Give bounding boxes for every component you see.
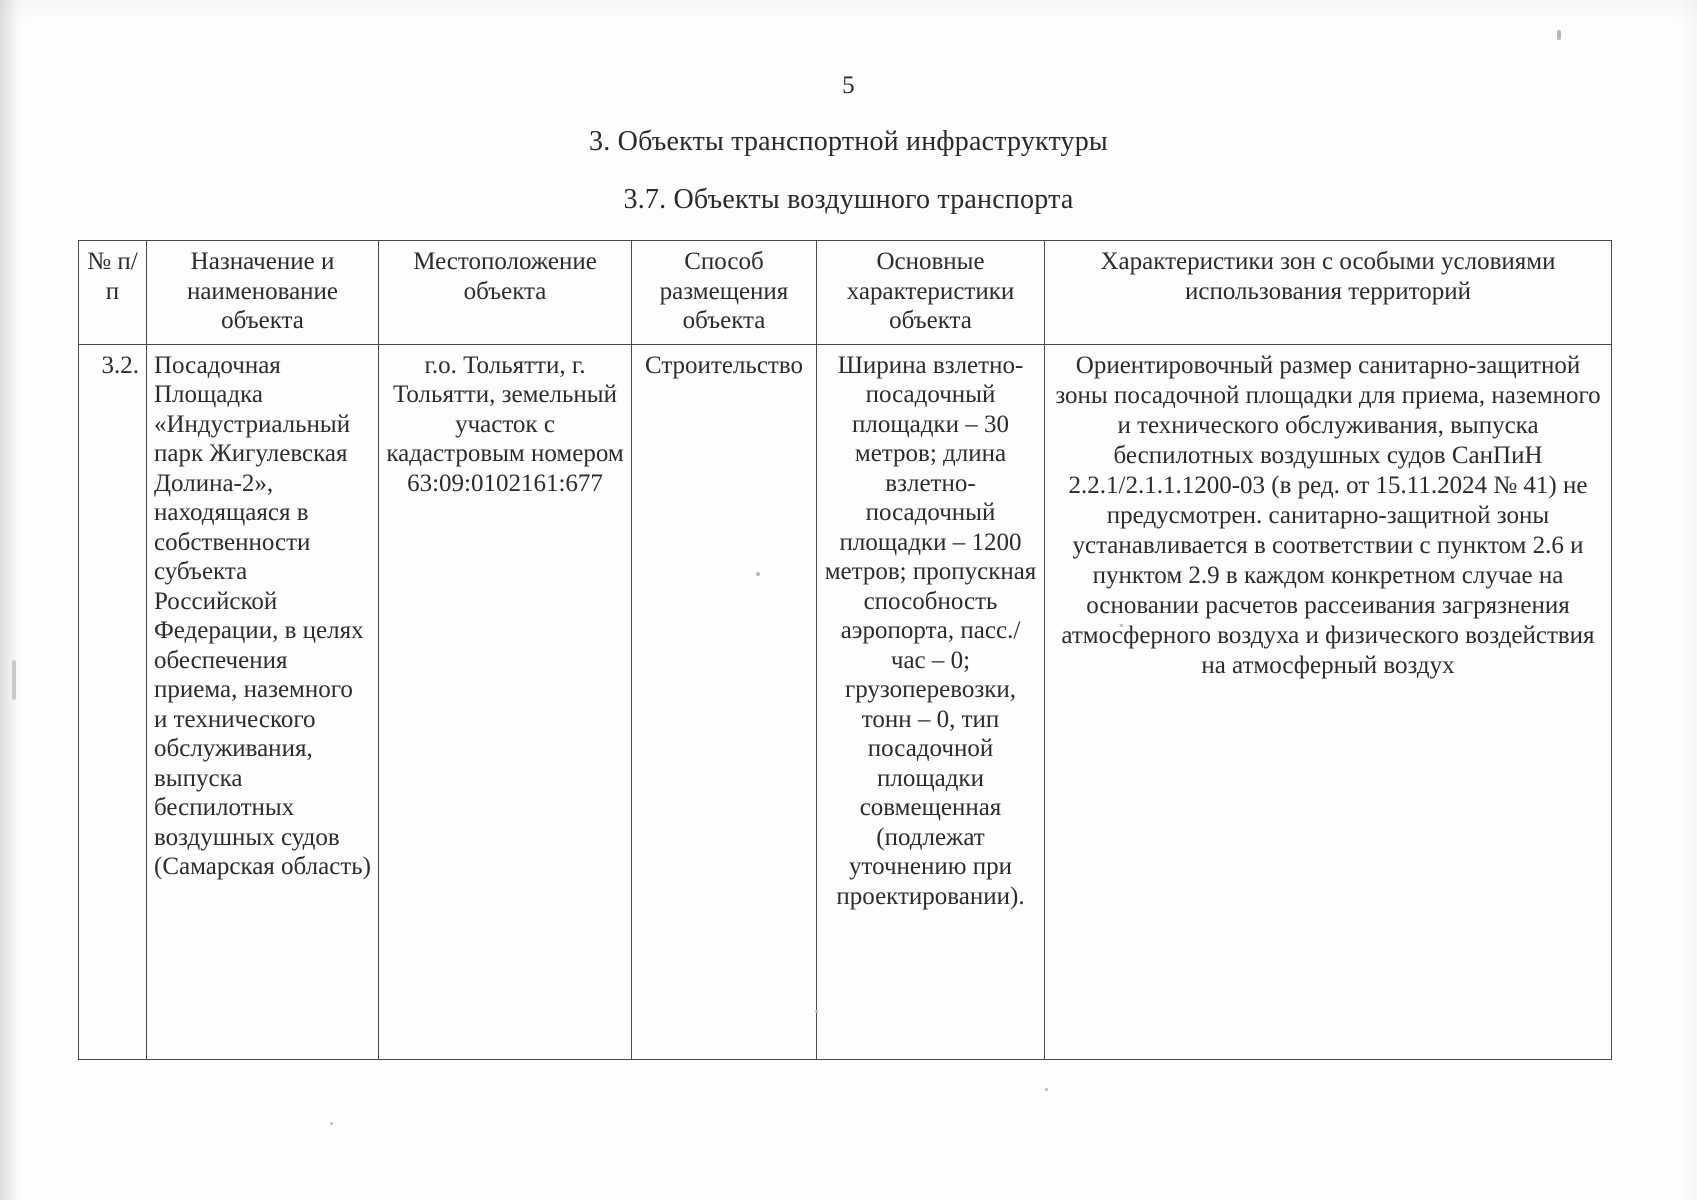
column-header-characteristics: Основные характеристики объекта (816, 240, 1045, 345)
column-header-location: Местоположение объекта (378, 240, 632, 345)
scan-speck (12, 660, 16, 700)
cell-placement-method: Строительство (631, 343, 817, 1060)
cell-object-name: Посадочная Площадка «Индустриальный парк… (146, 343, 379, 1060)
table-header: № п/п Назначение и наименование объекта … (78, 240, 1612, 345)
column-header-name: Назначение и наименование объекта (146, 240, 379, 345)
scan-speck (1557, 30, 1561, 40)
table-header-row: № п/п Назначение и наименование объекта … (78, 240, 1612, 345)
column-header-placement: Способ размещения объекта (631, 240, 817, 345)
table-row: 3.2. Посадочная Площадка «Индустриальный… (78, 343, 1612, 1060)
objects-table: № п/п Назначение и наименование объекта … (78, 240, 1612, 1060)
cell-object-location: г.о. Тольятти, г. Тольятти, земельный уч… (378, 343, 632, 1060)
subsection-heading: 3.7. Объекты воздушного транспорта (623, 184, 1074, 215)
page-number: 5 (842, 72, 855, 99)
scan-speck (1045, 1088, 1048, 1091)
column-header-number: № п/п (78, 240, 147, 345)
table-body: 3.2. Посадочная Площадка «Индустриальный… (78, 343, 1612, 1060)
cell-main-characteristics: Ширина взлетно-посадочный площадки – 30 … (816, 343, 1045, 1060)
cell-protection-zones: Ориентировочный размер санитарно-защитно… (1044, 343, 1612, 1060)
cell-row-number: 3.2. (78, 343, 147, 1060)
section-heading: 3. Объекты транспортной инфраструктуры (589, 126, 1108, 157)
scan-speck (330, 1122, 333, 1125)
column-header-zones: Характеристики зон с особыми условиями и… (1044, 240, 1612, 345)
